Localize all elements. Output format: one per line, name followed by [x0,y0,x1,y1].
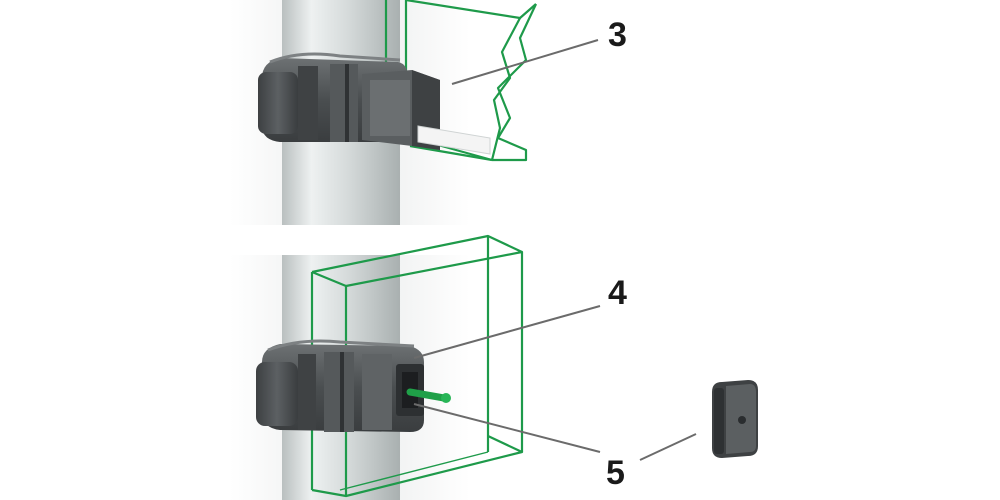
top-panel: 3 [230,0,627,225]
plate-magnet-icon [738,416,746,424]
leader-line-4 [413,305,601,359]
green-pin-icon [406,388,451,403]
bottom-panel: 4 5 [230,234,758,500]
callout-number-4: 4 [608,274,627,312]
leader-line-5b [639,433,697,461]
leader-line-3 [451,39,599,85]
callout-number-3: 3 [608,16,627,54]
laser-cube-bottom [310,234,524,498]
laser-device-top [362,70,491,155]
magnetic-plate [712,380,758,458]
leader-line-5a [413,403,601,453]
clamp-pad-left-bottom [256,362,298,426]
pole-clamp-bottom [256,339,424,432]
clamp-pad-left-top [258,72,298,134]
callout-number-5: 5 [606,454,625,492]
